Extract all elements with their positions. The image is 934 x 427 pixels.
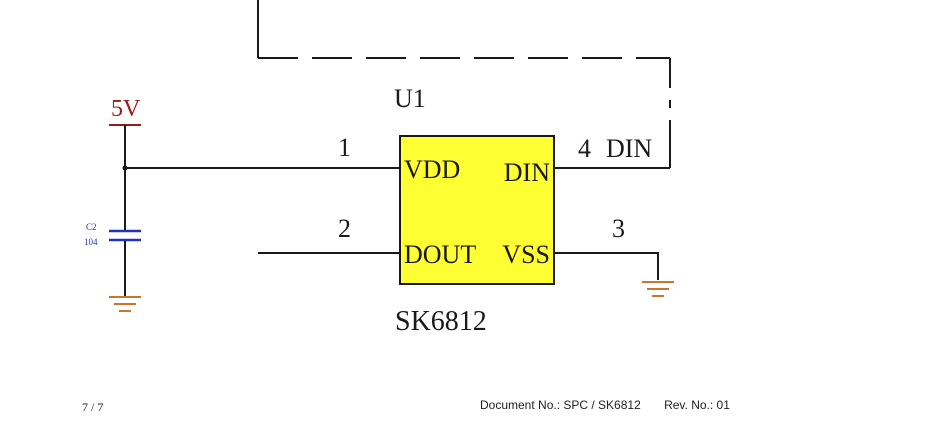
chip-body [399,135,555,285]
capacitor-c2: C2 104 [84,168,141,296]
pin-number-4: 4 [578,134,591,163]
pin-number-3: 3 [612,214,625,243]
pin-name-dout: DOUT [404,240,476,269]
pin-name-vdd: VDD [404,155,460,184]
capacitor-value: 104 [84,237,98,247]
revision-number: Rev. No.: 01 [664,398,730,412]
power-label: 5V [111,96,141,122]
net-label-din: DIN [606,134,652,163]
chip-ref: U1 [394,84,426,113]
document-number: Document No.: SPC / SK6812 [480,398,641,412]
power-symbol: 5V [109,96,141,168]
ground-symbol-right [642,281,674,297]
chip-part-number: SK6812 [395,306,487,337]
vss-wire [554,252,659,280]
chip-u1: U1 SK6812 VDD DOUT VSS DIN 1 2 3 4 [338,84,625,337]
capacitor-ref: C2 [86,222,97,232]
pin-number-2: 2 [338,214,351,243]
pin-name-vss: VSS [502,240,550,269]
dashed-frame [257,0,671,168]
document-footer: Document No.: SPC / SK6812 Rev. No.: 01 [480,398,730,412]
page-number: 7 / 7 [82,400,104,414]
ground-symbol-left [109,296,141,312]
pin-name-din: DIN [504,158,550,187]
pin-number-1: 1 [338,133,351,162]
